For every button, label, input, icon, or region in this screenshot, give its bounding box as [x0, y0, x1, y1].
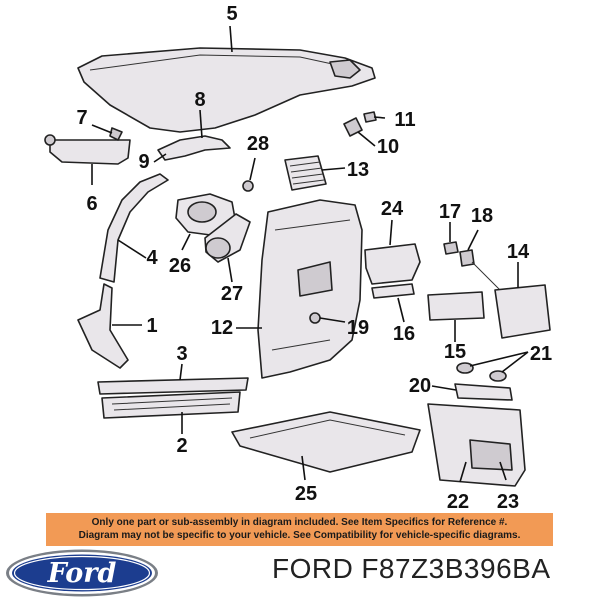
part-10-11-brackets	[343, 111, 386, 147]
disclaimer-line-2: Diagram may not be specific to your vehi…	[78, 530, 521, 541]
callout-4: 4	[146, 247, 158, 269]
callout-10: 10	[377, 136, 399, 158]
callout-2: 2	[176, 435, 187, 457]
callout-22: 22	[447, 491, 469, 510]
callout-25: 25	[295, 483, 317, 505]
part-13-vent	[284, 155, 346, 191]
part-14-panel	[494, 262, 551, 339]
ford-logo: Ford	[6, 549, 158, 597]
callout-17: 17	[439, 201, 461, 223]
callout-23: 23	[497, 491, 519, 510]
callout-16: 16	[393, 323, 415, 345]
callout-26: 26	[169, 255, 191, 277]
callout-11: 11	[394, 109, 415, 131]
part-4-pillar	[99, 173, 169, 283]
part-16-bracket	[371, 283, 415, 323]
callout-20: 20	[409, 375, 431, 397]
disclaimer-line-1: Only one part or sub-assembly in diagram…	[91, 517, 508, 528]
part-20-21-light	[431, 351, 529, 401]
callout-15: 15	[444, 341, 466, 363]
callout-6: 6	[86, 193, 97, 215]
callout-27: 27	[221, 283, 243, 305]
callout-1: 1	[146, 315, 157, 337]
callout-13: 13	[347, 159, 369, 181]
callout-14: 14	[507, 241, 530, 263]
callout-28: 28	[247, 133, 269, 155]
callout-7: 7	[76, 107, 87, 129]
part-number: F87Z3B396BA	[361, 553, 551, 584]
part-5-headliner	[77, 25, 376, 133]
part-1-lower-trim	[77, 283, 142, 369]
callout-9: 9	[138, 151, 149, 173]
ford-logo-wordmark: Ford	[47, 558, 117, 589]
part-17-18-clips	[443, 222, 501, 291]
disclaimer-banner: Only one part or sub-assembly in diagram…	[46, 513, 553, 546]
part-24-tray	[364, 219, 421, 285]
part-6-7-sun-visor	[44, 124, 131, 185]
parts-diagram: 5 8 7 11 10 28 9 13 6 24 17 18 14 4 26 27 12 19 16 15 13 21 20…	[44, 3, 552, 510]
callout-5: 5	[226, 3, 237, 25]
brand-name: FORD	[272, 553, 354, 584]
part-25-floor-panel	[231, 411, 421, 481]
callout-12: 12	[211, 317, 233, 339]
callout-19: 19	[347, 317, 369, 339]
part-2-3-sill-plates	[97, 363, 249, 434]
callout-3: 3	[176, 343, 187, 365]
part-27-speaker	[204, 213, 251, 283]
part-15-lamp	[427, 291, 485, 342]
callout-21: 21	[530, 343, 552, 365]
callout-24: 24	[381, 198, 404, 220]
callout-18: 18	[471, 205, 493, 227]
part-12-quarter-trim	[236, 199, 363, 379]
callout-8: 8	[194, 89, 205, 111]
part-8-9-bracket	[153, 109, 231, 163]
part-22-23-rear-trim	[427, 403, 526, 487]
